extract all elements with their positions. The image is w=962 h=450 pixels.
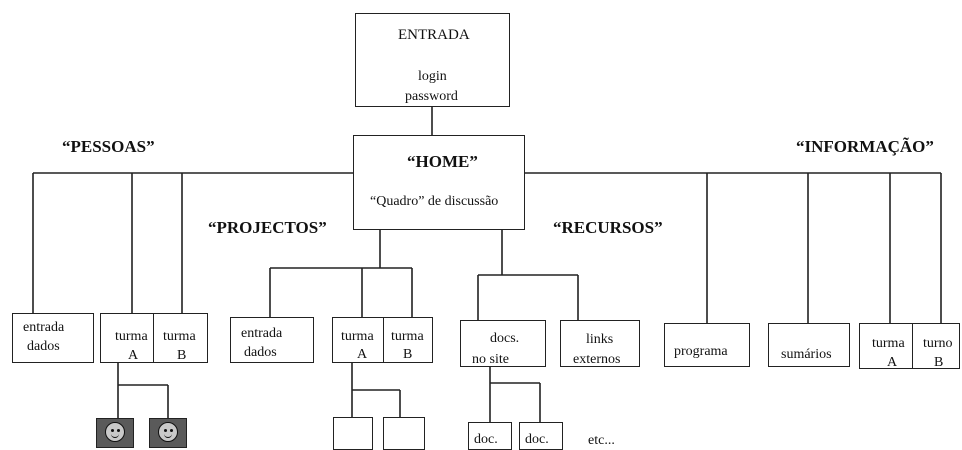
recursos-externos-label: externos [573,352,621,367]
recursos-docs-label: docs. [490,331,520,346]
entrada-login-label: login [418,69,447,84]
home-subtitle: “Quadro” de discussão [370,194,499,209]
recursos-doc-label-1: doc. [474,432,498,447]
projectos-child-box-2 [383,417,425,450]
projectos-entrada-dados-box [230,317,314,363]
projectos-dados-label: dados [244,345,277,360]
recursos-links-label: links [586,332,614,347]
projectos-child-box-1 [333,417,373,450]
projectos-turma-a-letter: A [357,347,368,362]
projectos-turma-b-box [383,317,433,363]
informacao-turno-b-box [912,323,960,369]
recursos-links-box [560,320,640,367]
informacao-turno-b-label: turno [923,336,953,351]
smiley-icon [96,418,134,448]
projectos-turma-b-label: turma [391,329,424,344]
informacao-programa-label: programa [674,344,728,359]
informacao-sumarios-label: sumários [781,347,832,362]
pessoas-turma-b-letter: B [177,348,187,363]
home-box [353,135,525,230]
pessoas-entrada-dados-box [12,313,94,363]
projectos-entrada-label: entrada [241,326,283,341]
informacao-sumarios-box [768,323,850,367]
pessoas-dados-label: dados [27,339,60,354]
projectos-turma-a-label: turma [341,329,374,344]
recursos-no-site-label: no site [472,352,509,367]
section-pessoas: “PESSOAS” [62,137,155,156]
entrada-box [355,13,510,107]
entrada-password-label: password [405,89,458,104]
section-recursos: “RECURSOS” [553,218,663,237]
informacao-turma-a-label: turma [872,336,905,351]
pessoas-turma-a-label: turma [115,329,148,344]
informacao-programa-box [664,323,750,367]
smiley-icon [149,418,187,448]
section-informacao: “INFORMAÇÃO” [796,137,934,156]
informacao-turno-b-letter: B [934,355,944,370]
informacao-turma-a-letter: A [887,355,898,370]
section-projectos: “PROJECTOS” [208,218,327,237]
informacao-turma-a-box [859,323,915,369]
pessoas-entrada-label: entrada [23,320,65,335]
entrada-title: ENTRADA [398,27,470,43]
pessoas-turma-a-letter: A [128,348,139,363]
pessoas-turma-b-box [153,313,208,363]
pessoas-turma-a-box [100,313,158,363]
recursos-doc-label-2: doc. [525,432,549,447]
pessoas-turma-b-label: turma [163,329,196,344]
projectos-turma-b-letter: B [403,347,413,362]
home-title: “HOME” [407,152,478,171]
recursos-docs-box [460,320,546,367]
recursos-doc-box-1 [468,422,512,450]
recursos-etc-label: etc... [588,433,615,448]
